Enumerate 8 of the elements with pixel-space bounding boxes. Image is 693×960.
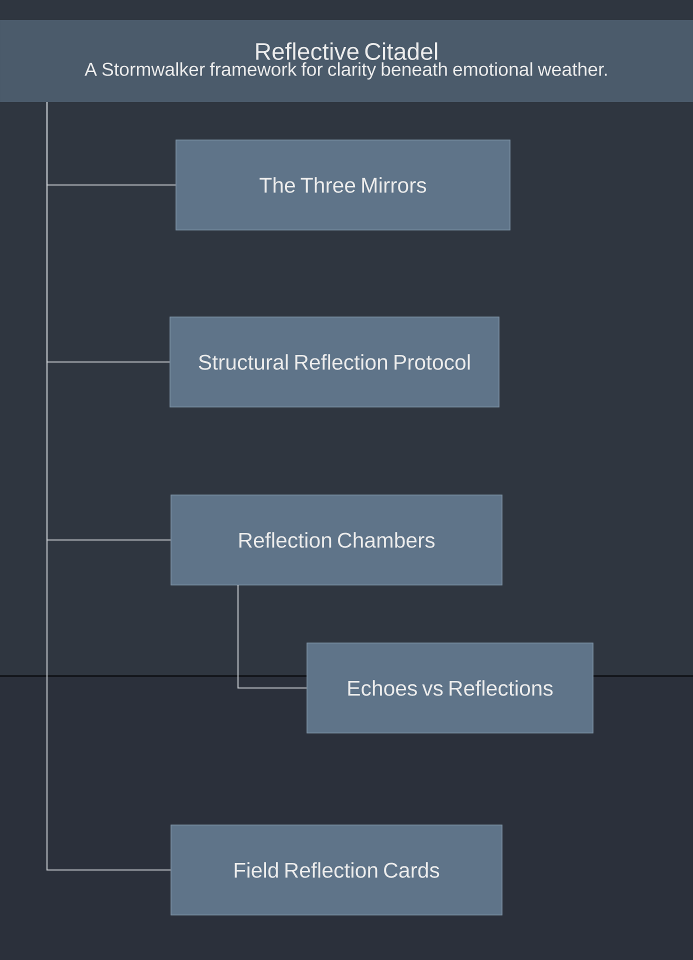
topic-box: Reflection Chambers <box>170 494 502 586</box>
topic-box: Echoes vs Reflections <box>306 642 594 734</box>
connector-line <box>46 102 171 871</box>
topic-box: The Three Mirrors <box>176 140 510 230</box>
topic-box: Structural Reflection Protocol <box>170 316 500 408</box>
connector-line <box>237 585 307 689</box>
header-band: Reflective Citadel A Stormwalker framework for clarity beneath emotional weather. <box>0 20 693 102</box>
topic-box: Field Reflection Cards <box>170 824 502 916</box>
